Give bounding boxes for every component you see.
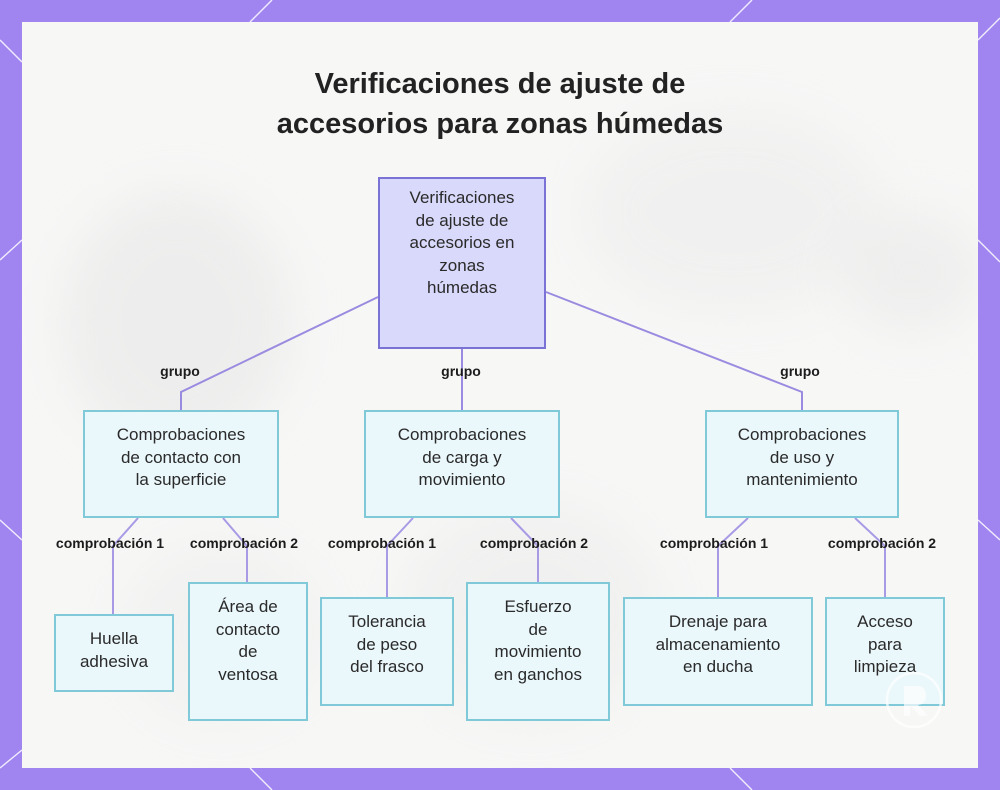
edge-label-check: comprobación 2 (827, 535, 937, 551)
node-text-line: almacenamiento (655, 634, 781, 654)
title-line: Verificaciones de ajuste de (314, 68, 686, 100)
edge-label-check: comprobación 1 (55, 535, 165, 551)
node-text-line: de ajuste de (415, 210, 509, 230)
node-text-line: accesorios en (409, 233, 515, 252)
edge-group-to-check (112, 517, 139, 614)
node-text-line: movimiento (418, 470, 506, 489)
node-text-line: Comprobaciones (116, 425, 246, 444)
node-text-line: en ducha (683, 657, 753, 676)
group-node[interactable]: Comprobaciones de contacto con la superfic… (83, 410, 279, 518)
node-text-line: de uso y (769, 447, 835, 467)
node-text-line: mantenimiento (746, 470, 858, 489)
node-text-line: en ganchos (494, 664, 582, 684)
group-node[interactable]: Comprobaciones de uso y mantenimiento (705, 410, 899, 518)
node-text-line: limpieza (853, 657, 917, 676)
edge-label-group: grupo (780, 363, 820, 379)
node-text-line: zonas (439, 255, 485, 275)
edge-label-check: comprobación 2 (189, 535, 299, 551)
edge-group-to-check (222, 517, 248, 582)
background-blur (582, 112, 882, 312)
node-text-line: la superficie (135, 470, 227, 489)
edge-label-check: comprobación 2 (479, 535, 589, 551)
node-text-line: Comprobaciones (737, 425, 867, 444)
node-text-line: adhesiva (79, 651, 149, 671)
background-blur (62, 192, 292, 452)
logo-watermark-icon (885, 671, 943, 729)
node-text-line: Esfuerzo (504, 597, 572, 616)
node-text-line: ventosa (218, 664, 278, 684)
node-text-line: movimiento (494, 642, 582, 661)
diagram-card: Verificaciones de ajuste de accesorios p… (22, 22, 978, 768)
edge-group-to-check (510, 517, 539, 582)
node-text-line: Tolerancia (348, 612, 426, 631)
node-text-line: Drenaje para (668, 612, 768, 631)
page-title: Verificaciones de ajuste de accesorios p… (22, 64, 978, 144)
edge-label-group: grupo (160, 363, 200, 379)
node-text-line: Acceso (857, 612, 913, 631)
node-text-line: Comprobaciones (397, 425, 527, 444)
node-text-line: del frasco (350, 657, 424, 676)
check-node[interactable]: Esfuerzo de movimiento en ganchos (466, 582, 610, 721)
check-node[interactable]: Acceso para limpieza (825, 597, 945, 706)
edge-group-to-check (717, 517, 749, 597)
node-text-line: de (528, 619, 548, 639)
node-text-line: para (867, 634, 902, 654)
title-line: accesorios para zonas húmedas (276, 108, 724, 140)
node-text-line: Área de (218, 597, 278, 616)
check-node[interactable]: Área de contacto de ventosa (188, 582, 308, 721)
node-text-line: húmedas (427, 278, 497, 297)
node-text-line: de carga y (422, 447, 502, 467)
edge-root-to-group (180, 296, 379, 410)
node-text-line: Huella (89, 629, 139, 648)
check-node[interactable]: Huella adhesiva (54, 614, 174, 692)
background-blur (842, 212, 978, 332)
check-node[interactable]: Drenaje para almacenamiento en ducha (623, 597, 813, 706)
node-text-line: contacto (215, 619, 281, 639)
edge-group-to-check (386, 517, 414, 597)
edge-group-to-check (854, 517, 886, 597)
edge-label-check: comprobación 1 (327, 535, 437, 551)
node-text-line: de contacto con (120, 447, 241, 467)
node-text-line: de peso (356, 634, 418, 654)
root-node[interactable]: Verificaciones de ajuste de accesorios en z… (378, 177, 546, 349)
node-text-line: de (238, 642, 258, 661)
check-node[interactable]: Tolerancia de peso del frasco (320, 597, 454, 706)
edge-label-group: grupo (441, 363, 481, 379)
group-node[interactable]: Comprobaciones de carga y movimiento (364, 410, 560, 518)
node-text-line: Verificaciones (409, 188, 515, 207)
edge-label-check: comprobación 1 (659, 535, 769, 551)
edge-root-to-group (545, 291, 803, 410)
